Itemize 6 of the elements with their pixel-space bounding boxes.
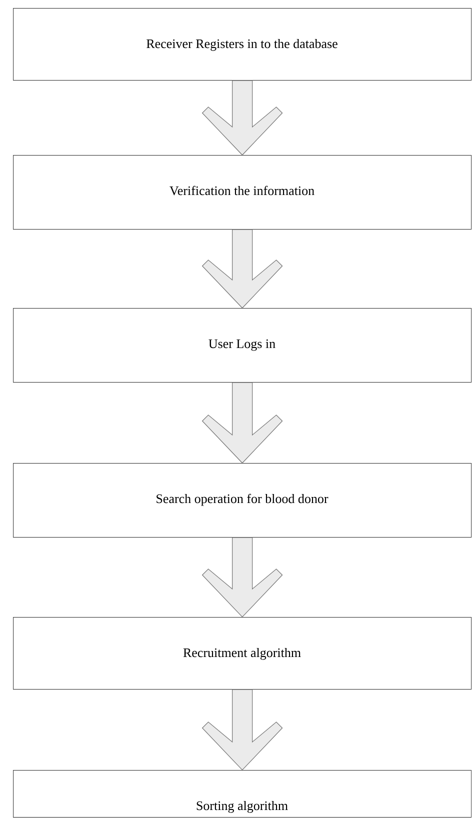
process-box: Recruitment algorithm (13, 617, 472, 690)
process-box: Verification the information (13, 155, 472, 230)
process-box: Search operation for blood donor (13, 463, 472, 538)
process-box: Receiver Registers in to the database (13, 8, 472, 81)
process-box: Sorting algorithm (13, 770, 472, 818)
process-box: User Logs in (13, 308, 472, 383)
